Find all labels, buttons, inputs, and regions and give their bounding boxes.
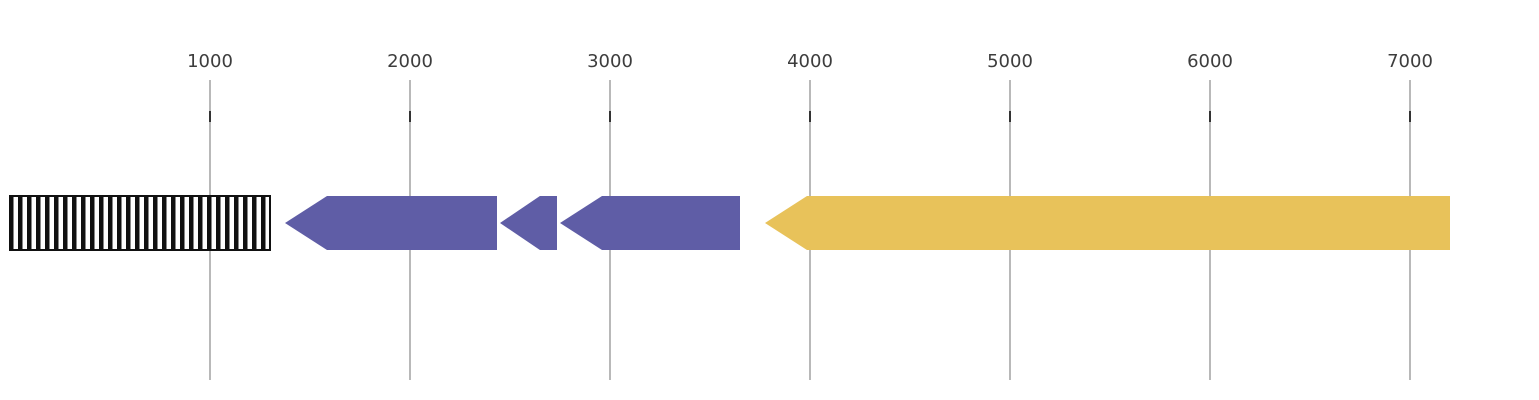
- feature-gene-purple-1: [285, 196, 497, 250]
- feature-region-hatched: [9, 195, 271, 251]
- tick-label-7000: 7000: [1387, 51, 1433, 72]
- tick-label-3000: 3000: [587, 51, 633, 72]
- tick-label-6000: 6000: [1187, 51, 1233, 72]
- tick-label-1000: 1000: [187, 51, 233, 72]
- tick-label-2000: 2000: [387, 51, 433, 72]
- tick-label-5000: 5000: [987, 51, 1033, 72]
- feature-gene-purple-3: [560, 196, 740, 250]
- feature-gene-gold: [765, 196, 1450, 250]
- tick-label-4000: 4000: [787, 51, 833, 72]
- feature-gene-purple-2: [500, 196, 557, 250]
